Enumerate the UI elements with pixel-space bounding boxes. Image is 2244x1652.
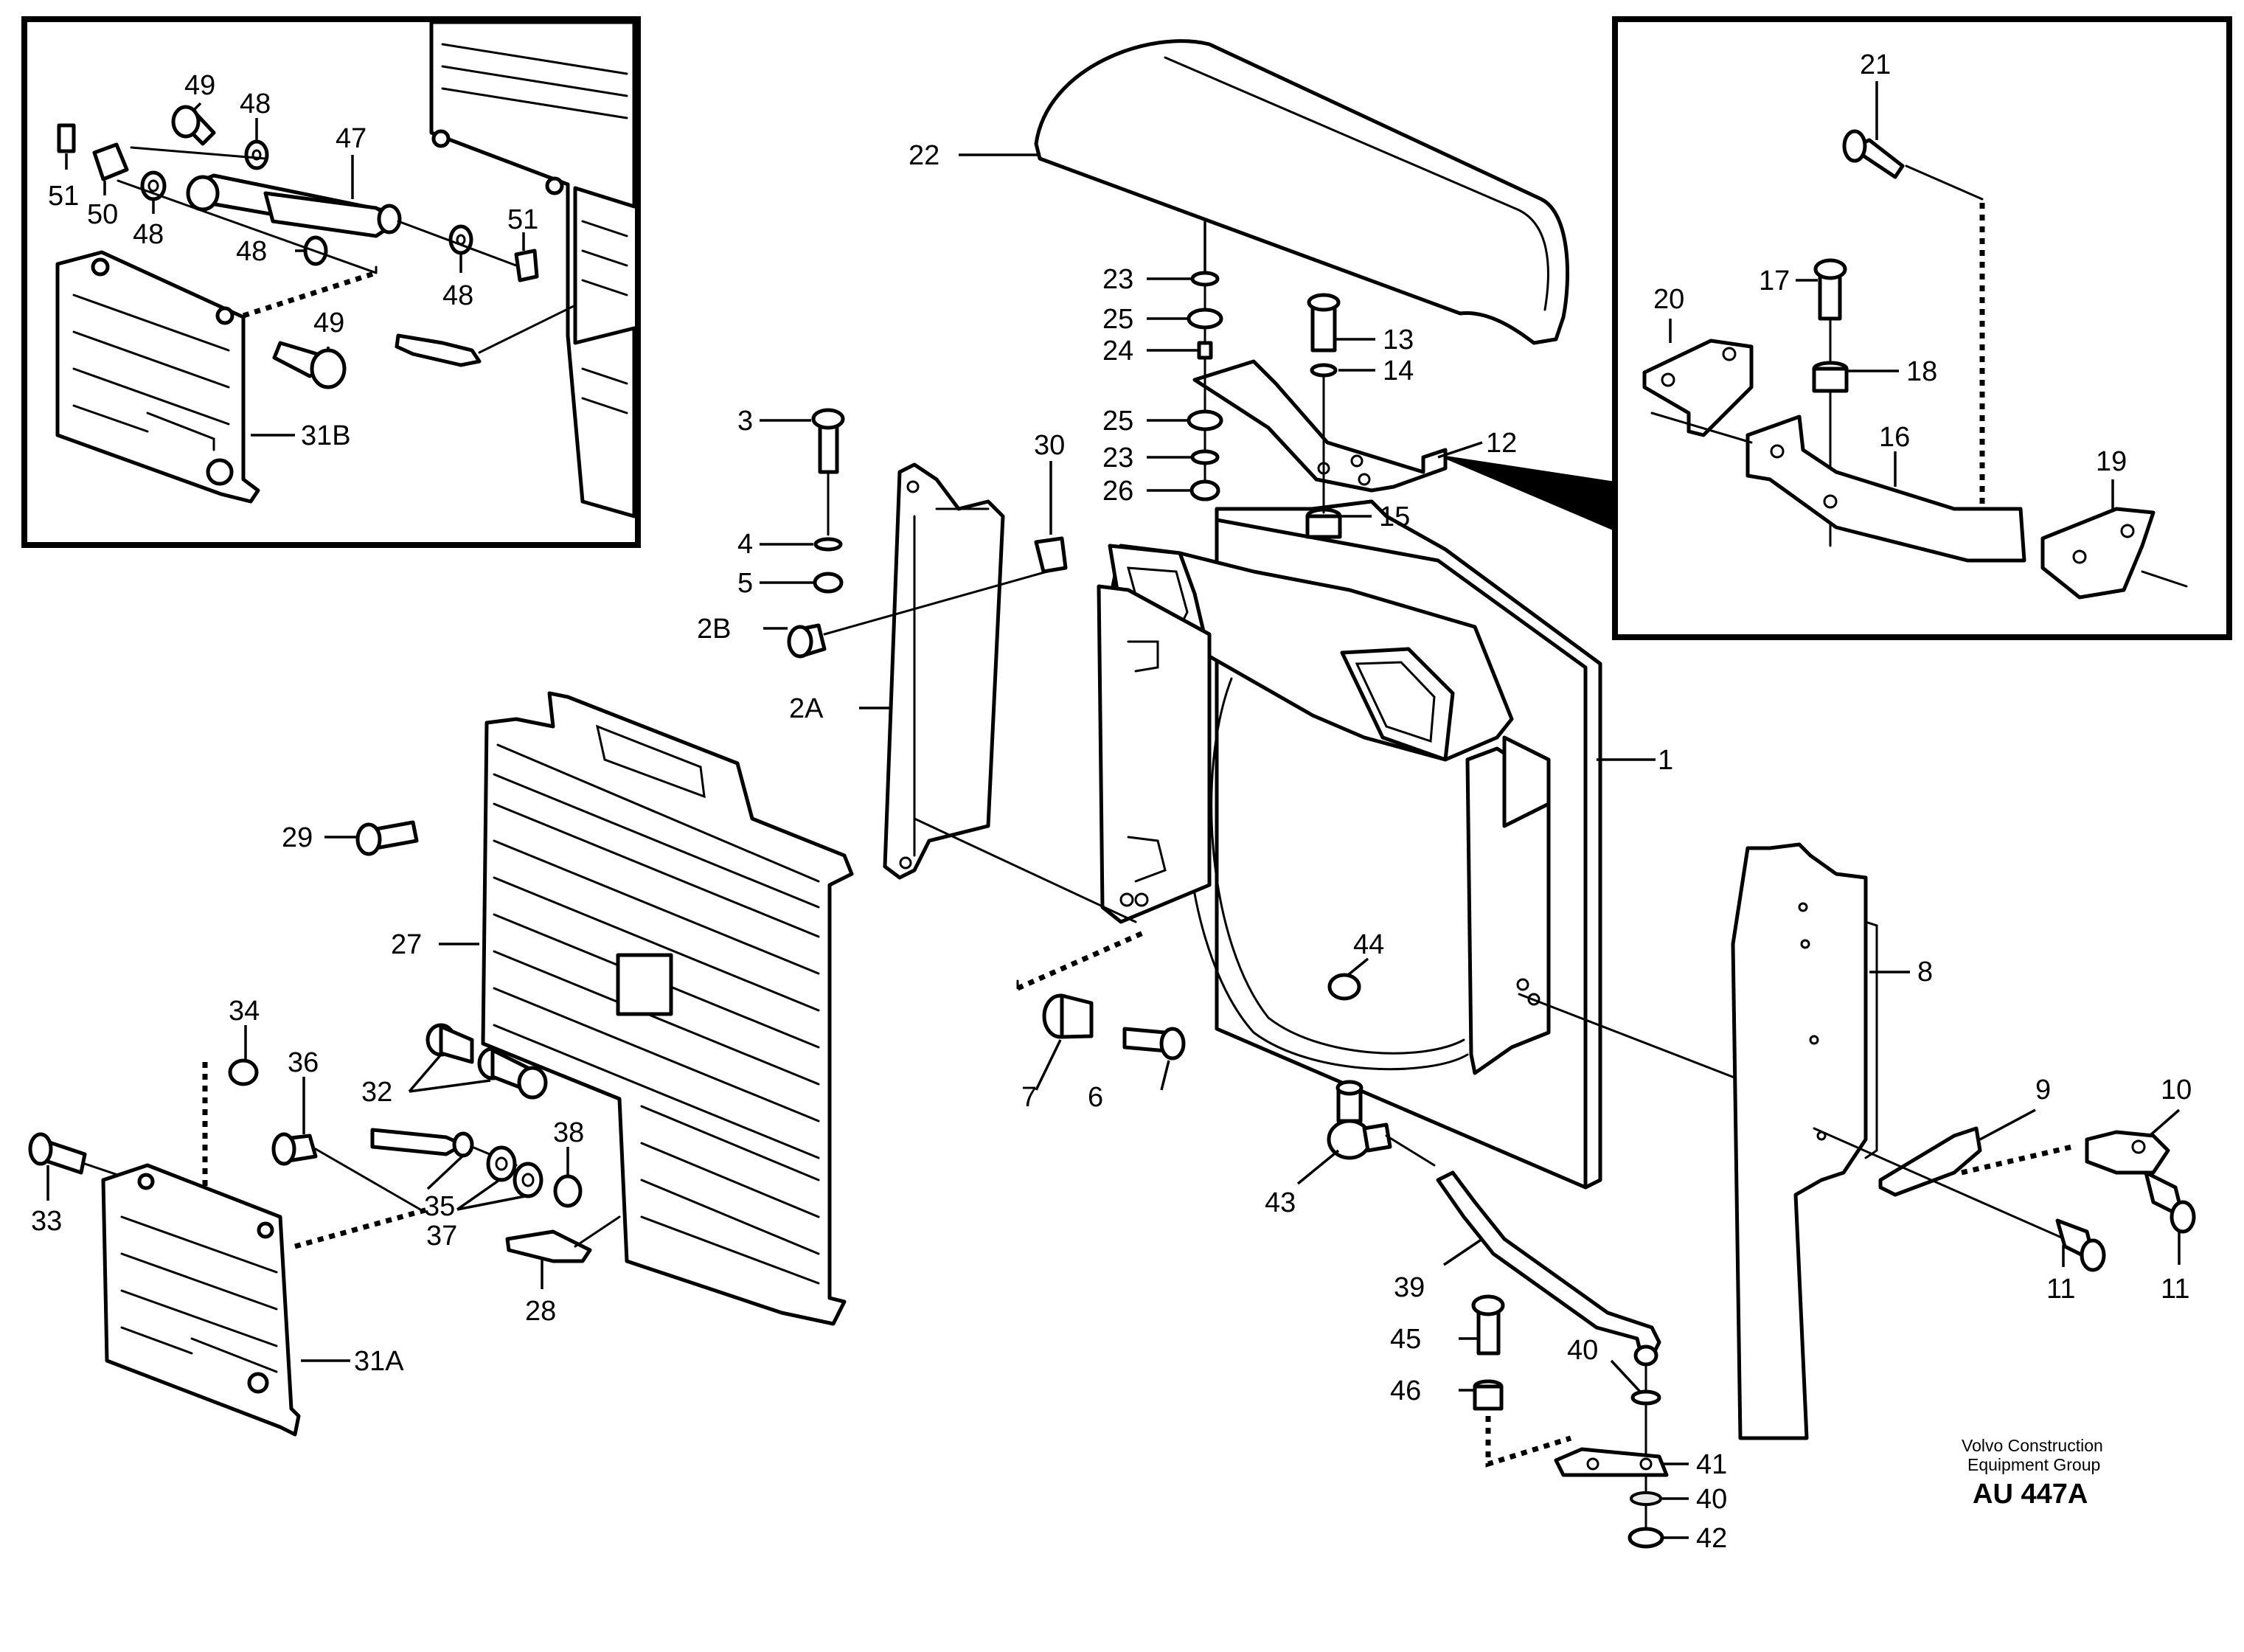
callout-25a: 25 bbox=[1102, 304, 1133, 335]
callout-49b: 49 bbox=[313, 308, 344, 339]
callout-48c: 48 bbox=[236, 236, 267, 267]
inset-gas-strut-detail bbox=[21, 16, 641, 548]
callout-23a: 23 bbox=[1102, 264, 1133, 295]
callout-40a: 40 bbox=[1567, 1335, 1598, 1366]
callout-31A: 31A bbox=[354, 1346, 404, 1377]
figure-credit: Volvo Construction Equipment Group AU 44… bbox=[1962, 1436, 2103, 1510]
callout-7: 7 bbox=[1021, 1082, 1037, 1113]
callout-31B: 31B bbox=[301, 420, 351, 451]
callout-24: 24 bbox=[1102, 336, 1133, 367]
credit-line-1: Volvo Construction bbox=[1962, 1436, 2103, 1455]
callout-9: 9 bbox=[2035, 1075, 2051, 1106]
callout-4: 4 bbox=[737, 529, 753, 560]
callout-34: 34 bbox=[229, 996, 260, 1027]
callout-39: 39 bbox=[1394, 1272, 1425, 1303]
callout-49a: 49 bbox=[184, 70, 215, 101]
callout-20: 20 bbox=[1653, 284, 1684, 315]
leader-lines bbox=[46, 81, 2181, 1539]
callout-50: 50 bbox=[87, 199, 118, 230]
callout-51a: 51 bbox=[48, 181, 79, 212]
callout-32: 32 bbox=[361, 1077, 392, 1108]
callout-43: 43 bbox=[1265, 1187, 1296, 1218]
callout-3: 3 bbox=[737, 406, 753, 437]
callout-10: 10 bbox=[2161, 1075, 2192, 1106]
callout-8: 8 bbox=[1917, 957, 1933, 988]
callout-16: 16 bbox=[1879, 422, 1910, 453]
callout-labels: 1 2A 2B 3 4 5 6 7 8 9 10 11 11 12 13 14 … bbox=[31, 49, 2192, 1554]
callout-27: 27 bbox=[391, 929, 422, 960]
callout-40b: 40 bbox=[1696, 1484, 1727, 1515]
callout-21: 21 bbox=[1860, 49, 1891, 80]
callout-28: 28 bbox=[525, 1296, 556, 1327]
callout-29: 29 bbox=[282, 822, 313, 853]
callout-48d: 48 bbox=[442, 280, 473, 311]
callout-14: 14 bbox=[1383, 355, 1414, 386]
callout-38: 38 bbox=[553, 1117, 584, 1148]
callout-22: 22 bbox=[909, 140, 939, 171]
callout-26: 26 bbox=[1102, 476, 1133, 507]
callout-2A: 2A bbox=[789, 693, 824, 724]
inset-callout-wedge bbox=[1444, 456, 1616, 531]
callout-13: 13 bbox=[1383, 324, 1414, 355]
callout-23b: 23 bbox=[1102, 442, 1133, 473]
callout-11a: 11 bbox=[2046, 1274, 2075, 1305]
callout-19: 19 bbox=[2096, 446, 2127, 477]
callout-41: 41 bbox=[1696, 1449, 1727, 1480]
callout-2B: 2B bbox=[697, 614, 731, 645]
credit-line-2: Equipment Group bbox=[1967, 1455, 2100, 1474]
callout-17: 17 bbox=[1759, 266, 1790, 296]
callout-15: 15 bbox=[1379, 502, 1410, 532]
callout-42: 42 bbox=[1696, 1523, 1727, 1554]
figure-code: AU 447A bbox=[1973, 1479, 2088, 1510]
callout-18: 18 bbox=[1906, 356, 1937, 387]
main-assembly bbox=[28, 39, 2196, 1549]
callout-51b: 51 bbox=[507, 204, 538, 235]
inset-bracket-detail bbox=[1612, 16, 2232, 640]
callout-35: 35 bbox=[424, 1191, 455, 1222]
callout-36: 36 bbox=[288, 1047, 319, 1078]
callout-25b: 25 bbox=[1102, 406, 1133, 437]
callout-46: 46 bbox=[1390, 1375, 1421, 1406]
callout-44: 44 bbox=[1353, 929, 1384, 960]
callout-47: 47 bbox=[336, 123, 367, 154]
callout-45: 45 bbox=[1390, 1324, 1421, 1355]
callout-37: 37 bbox=[426, 1221, 457, 1252]
callout-6: 6 bbox=[1088, 1082, 1103, 1113]
callout-5: 5 bbox=[737, 568, 753, 599]
callout-30: 30 bbox=[1034, 430, 1065, 461]
callout-48b: 48 bbox=[133, 219, 164, 250]
callout-11b: 11 bbox=[2161, 1274, 2189, 1305]
callout-1: 1 bbox=[1658, 745, 1673, 776]
callout-12: 12 bbox=[1486, 428, 1517, 459]
callout-48a: 48 bbox=[240, 88, 271, 119]
callout-33: 33 bbox=[31, 1206, 62, 1237]
